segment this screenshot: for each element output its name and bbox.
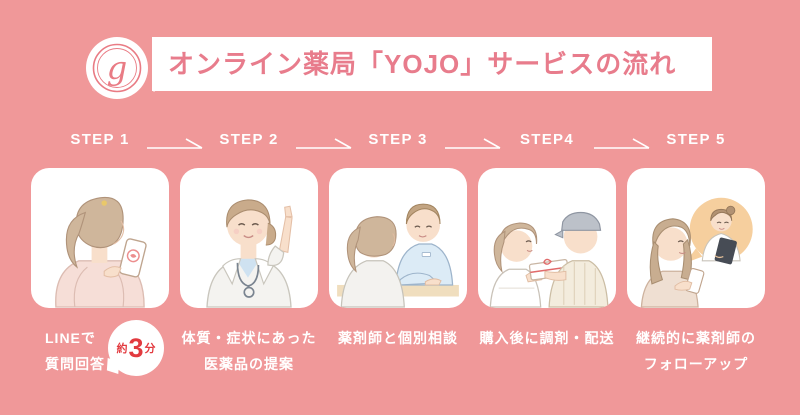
caption-line: 医薬品の提案 xyxy=(204,356,294,372)
step-arrow-icon xyxy=(147,138,203,149)
caption-line: 購入後に調剤・配送 xyxy=(479,330,615,346)
step2-card xyxy=(180,168,318,308)
step5-label: STEP 5 xyxy=(666,131,726,148)
title-banner: オンライン薬局「YOJO」サービスの流れ xyxy=(152,37,712,91)
badge-suffix: 分 xyxy=(144,343,156,355)
step1-card xyxy=(31,168,169,308)
step4-label: STEP4 xyxy=(519,131,575,148)
step4-caption: 購入後に調剤・配送 xyxy=(462,325,632,351)
step2-label: STEP 2 xyxy=(219,131,279,148)
step1-caption: LINEで 質問回答 xyxy=(45,325,155,377)
badge-number: 3 xyxy=(128,332,144,363)
individual-consultation-with-pharmacist-illustration xyxy=(337,203,459,308)
caption-line: LINEで xyxy=(45,330,96,346)
step1-label: STEP 1 xyxy=(70,131,130,148)
continuous-pharmacist-follow-up-illustration xyxy=(640,197,753,308)
step3-caption: 薬剤師と個別相談 xyxy=(313,325,483,351)
step3-label: STEP 3 xyxy=(368,131,428,148)
badge-prefix: 約 xyxy=(116,343,128,355)
pharmacist-recommending-medicine-illustration xyxy=(206,199,293,308)
caption-line: フォローアップ xyxy=(643,356,749,372)
caption-line: 継続的に薬剤師の xyxy=(636,330,756,346)
caption-line: 質問回答 xyxy=(45,356,105,372)
yojo-logo-icon: g xyxy=(86,35,170,101)
time-badge: 約 3 分 xyxy=(108,320,164,376)
step5-card xyxy=(627,168,765,308)
step4-card xyxy=(478,168,616,308)
woman-answering-questions-on-smartphone-illustration xyxy=(55,196,147,308)
step-arrow-icon xyxy=(296,138,352,149)
dispensing-and-delivery-after-purchase-illustration xyxy=(489,211,609,308)
page-title: オンライン薬局「YOJO」サービスの流れ xyxy=(168,49,677,79)
step5-caption: 継続的に薬剤師の フォローアップ xyxy=(611,325,781,377)
step-arrow-icon xyxy=(594,138,650,149)
step2-caption: 体質・症状にあった 医薬品の提案 xyxy=(164,325,334,377)
logo-glyph: g xyxy=(107,49,127,87)
step-arrow-icon xyxy=(445,138,501,149)
caption-line: 体質・症状にあった xyxy=(181,330,317,346)
caption-line: 薬剤師と個別相談 xyxy=(338,330,458,346)
step3-card xyxy=(329,168,467,308)
